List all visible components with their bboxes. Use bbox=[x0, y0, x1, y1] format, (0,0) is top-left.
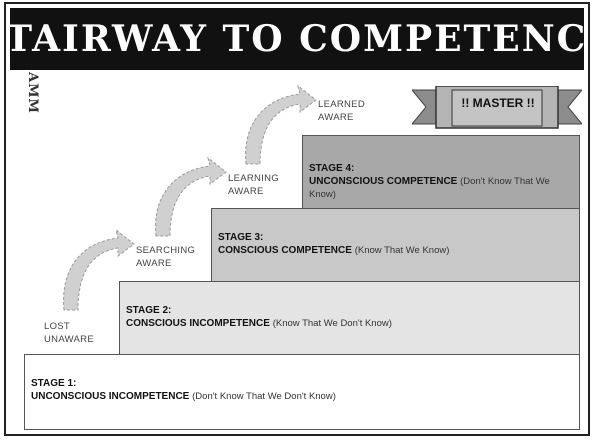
stage-description: (Don't Know That We Don't Know) bbox=[192, 391, 336, 402]
arrow-learning-to-learned bbox=[245, 84, 317, 165]
stage-line: CONSCIOUS INCOMPETENCE (Know That We Don… bbox=[126, 317, 579, 330]
stage-description: (Know That We Don't Know) bbox=[272, 318, 392, 329]
stage-3-step: STAGE 3: CONSCIOUS COMPETENCE (Know That… bbox=[211, 208, 580, 282]
stage-name: UNCONSCIOUS COMPETENCE bbox=[309, 176, 458, 187]
stage-number: STAGE 2: bbox=[126, 305, 172, 316]
awareness-label-searching: SEARCHING AWARE bbox=[136, 244, 195, 270]
awareness-line: SEARCHING bbox=[136, 245, 196, 256]
diagram-title: STAIRWAY TO COMPETENCE bbox=[4, 18, 590, 60]
stage-name: CONSCIOUS COMPETENCE bbox=[218, 245, 352, 256]
stage-name: CONSCIOUS INCOMPETENCE bbox=[126, 318, 270, 329]
banner-plaque bbox=[451, 89, 543, 127]
awareness-line: UNAWARE bbox=[44, 334, 94, 345]
stage-1-step: STAGE 1: UNCONSCIOUS INCOMPETENCE (Don't… bbox=[24, 354, 580, 430]
arrow-lost-to-searching bbox=[63, 228, 135, 311]
awareness-line: LEARNED bbox=[318, 99, 365, 110]
stage-line: UNCONSCIOUS INCOMPETENCE (Don't Know Tha… bbox=[31, 390, 579, 403]
awareness-label-lost: LOST UNAWARE bbox=[44, 320, 94, 346]
awareness-label-learned: LEARNED AWARE bbox=[318, 98, 365, 124]
stage-line: UNCONSCIOUS COMPETENCE (Don't Know That … bbox=[309, 175, 579, 201]
progress-arrows bbox=[63, 84, 317, 311]
diagram-frame: STAIRWAY TO COMPETENCE AMM LOST UNAWARE … bbox=[4, 2, 590, 436]
stage-2-step: STAGE 2: CONSCIOUS INCOMPETENCE (Know Th… bbox=[119, 281, 580, 355]
master-label: !! MASTER !! bbox=[461, 96, 535, 110]
stage-4-step: STAGE 4: UNCONSCIOUS COMPETENCE (Don't K… bbox=[302, 135, 580, 209]
stage-name: UNCONSCIOUS INCOMPETENCE bbox=[31, 391, 190, 402]
awareness-line: LOST bbox=[44, 321, 71, 332]
awareness-line: AWARE bbox=[228, 186, 264, 197]
awareness-line: AWARE bbox=[136, 258, 172, 269]
master-banner bbox=[412, 86, 582, 129]
stage-description: (Don't Know That We Know) bbox=[309, 176, 550, 200]
awareness-line: LEARNING bbox=[228, 173, 279, 184]
awareness-label-learning: LEARNING AWARE bbox=[228, 172, 279, 198]
stage-number: STAGE 4: bbox=[309, 163, 355, 174]
awareness-line: AWARE bbox=[318, 112, 354, 123]
stage-number: STAGE 3: bbox=[218, 232, 264, 243]
stage-number: STAGE 1: bbox=[31, 378, 77, 389]
title-banner: STAIRWAY TO COMPETENCE bbox=[6, 8, 588, 70]
stage-description: (Know That We Know) bbox=[354, 245, 450, 256]
arrow-searching-to-learning bbox=[155, 156, 227, 237]
stage-line: CONSCIOUS COMPETENCE (Know That We Know) bbox=[218, 244, 579, 257]
